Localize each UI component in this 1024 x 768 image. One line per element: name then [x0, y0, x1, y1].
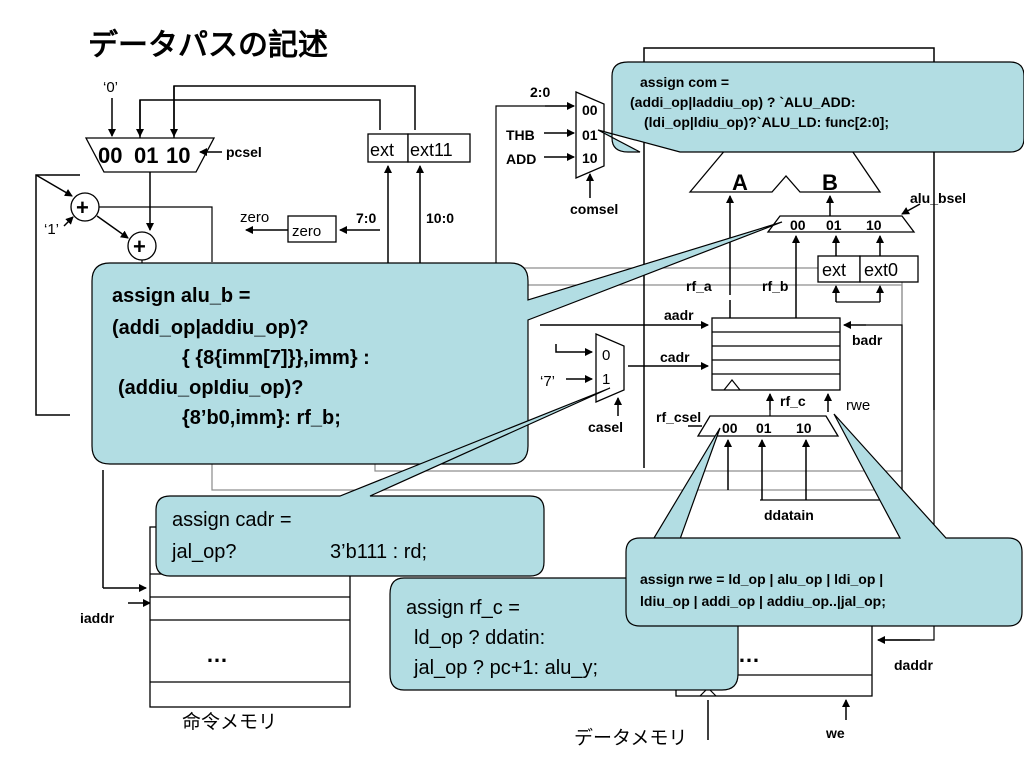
callout-cadr-line1: assign cadr =	[172, 509, 292, 531]
bits-7-0-label: 7:0	[356, 210, 376, 226]
callout-alub-line5: {8’b0,imm}: rf_b;	[182, 407, 341, 429]
rfc-mux-in1: 01	[756, 420, 772, 436]
comsel-label: comsel	[570, 201, 618, 217]
alu-ext0-label: ext0	[864, 260, 898, 280]
callout-com-line1: assign com =	[640, 74, 729, 90]
zero-box	[287, 215, 337, 243]
const-one-label: ‘1’	[44, 221, 59, 238]
pcsel-label: pcsel	[226, 144, 262, 160]
callout-rwe-line2: ldiu_op | addi_op | addiu_op..|jal_op;	[640, 593, 886, 609]
imem-label: 命令メモリ	[182, 711, 277, 733]
callout-alub-line1: assign alu_b =	[112, 285, 250, 307]
rf-c-label: rf_c	[780, 393, 806, 409]
ddatain-label: ddatain	[764, 507, 814, 523]
pc-mux-in1: 01	[134, 143, 158, 168]
casel-label: casel	[588, 419, 623, 435]
alu-b-mux	[766, 215, 916, 233]
callout-alub-line3: { {8{imm[7]}},imm} :	[182, 347, 370, 369]
callout-alu-b	[91, 221, 783, 465]
alu-b-label: B	[822, 170, 838, 195]
badr-label: badr	[852, 332, 883, 348]
alu-bmux-in2: 10	[866, 217, 882, 233]
daddr-label: daddr	[894, 657, 933, 673]
alu-a-label: A	[732, 170, 748, 195]
callout-rfc-line3: jal_op ? pc+1: alu_y;	[413, 657, 598, 679]
com-mux	[575, 91, 605, 179]
callout-cadr-line3: 3’b111 : rd;	[330, 541, 427, 563]
callout-alub-line4: (addiu_opIdiu_op)?	[118, 377, 304, 399]
dmem-dots: …	[738, 642, 760, 667]
ext11-label: ext11	[410, 140, 453, 160]
callout-com-line2: (addi_op|laddiu_op) ? `ALU_ADD:	[630, 94, 856, 110]
com-mux-in0: 00	[582, 102, 598, 118]
rf-c-mux	[696, 415, 840, 437]
aadr-label: aadr	[664, 307, 694, 323]
callout-cadr-line2: jal_op?	[171, 541, 237, 563]
callout-rwe	[625, 413, 1023, 627]
register-file	[711, 317, 841, 391]
rfc-mux-in2: 10	[796, 420, 812, 436]
iaddr-label: iaddr	[80, 610, 115, 626]
cadr-mux	[595, 333, 625, 403]
alu-ext-box	[817, 255, 861, 283]
pc-mux	[84, 137, 216, 173]
callout-rfc-line1: assign rf_c =	[406, 597, 520, 619]
pc-mux-in2: 10	[166, 143, 190, 168]
alu-ext0-box	[859, 255, 919, 283]
cadr-mux-in1: 1	[602, 371, 610, 388]
rf-a-label: rf_a	[686, 278, 712, 294]
adder-2-symbol: +	[133, 234, 146, 259]
callout-alub-line2: (addi_op|addiu_op)?	[112, 317, 309, 339]
imem-dots: …	[206, 642, 228, 667]
pc-mux-in0: 00	[98, 143, 122, 168]
adder-1-symbol: +	[76, 195, 89, 220]
alu-bsel-label: alu_bsel	[910, 190, 966, 206]
alu-ext-label: ext	[822, 260, 846, 280]
rf-b-label: rf_b	[762, 278, 788, 294]
ext-label: ext	[370, 140, 394, 160]
callout-com	[597, 61, 1024, 153]
const-seven-label: ‘7’	[540, 373, 555, 390]
ext11-box	[407, 133, 471, 163]
zero-out-label: zero	[240, 209, 269, 226]
page-title: データパスの記述	[88, 28, 328, 63]
bits-10-0-label: 10:0	[426, 210, 454, 226]
rf-csel-label: rf_csel	[656, 409, 701, 425]
callout-cadr	[155, 387, 611, 577]
rwe-label: rwe	[846, 397, 870, 414]
const-zero-label: ‘0’	[103, 79, 118, 96]
callout-rfc-line2: ld_op ? ddatin:	[414, 627, 545, 649]
callout-com-line3: (ldi_op|ldiu_op)?`ALU_LD: func[2:0];	[644, 114, 889, 130]
we-label: we	[825, 725, 845, 741]
thb-label: THB	[506, 127, 535, 143]
zero-box-label: zero	[292, 223, 321, 240]
rfc-mux-in0: 00	[722, 420, 738, 436]
bits-2-0-label: 2:0	[530, 84, 550, 100]
cadr-mux-in0: 0	[602, 347, 610, 364]
callout-rwe-line1: assign rwe = ld_op | alu_op | ldi_op |	[640, 571, 883, 587]
com-mux-in1: 01	[582, 127, 598, 143]
com-mux-in2: 10	[582, 150, 598, 166]
alu-bmux-in1: 01	[826, 217, 842, 233]
alu-bmux-in0: 00	[790, 217, 806, 233]
dmem-label: データメモリ	[574, 727, 687, 749]
add-label: ADD	[506, 151, 536, 167]
cadr-label: cadr	[660, 349, 690, 365]
